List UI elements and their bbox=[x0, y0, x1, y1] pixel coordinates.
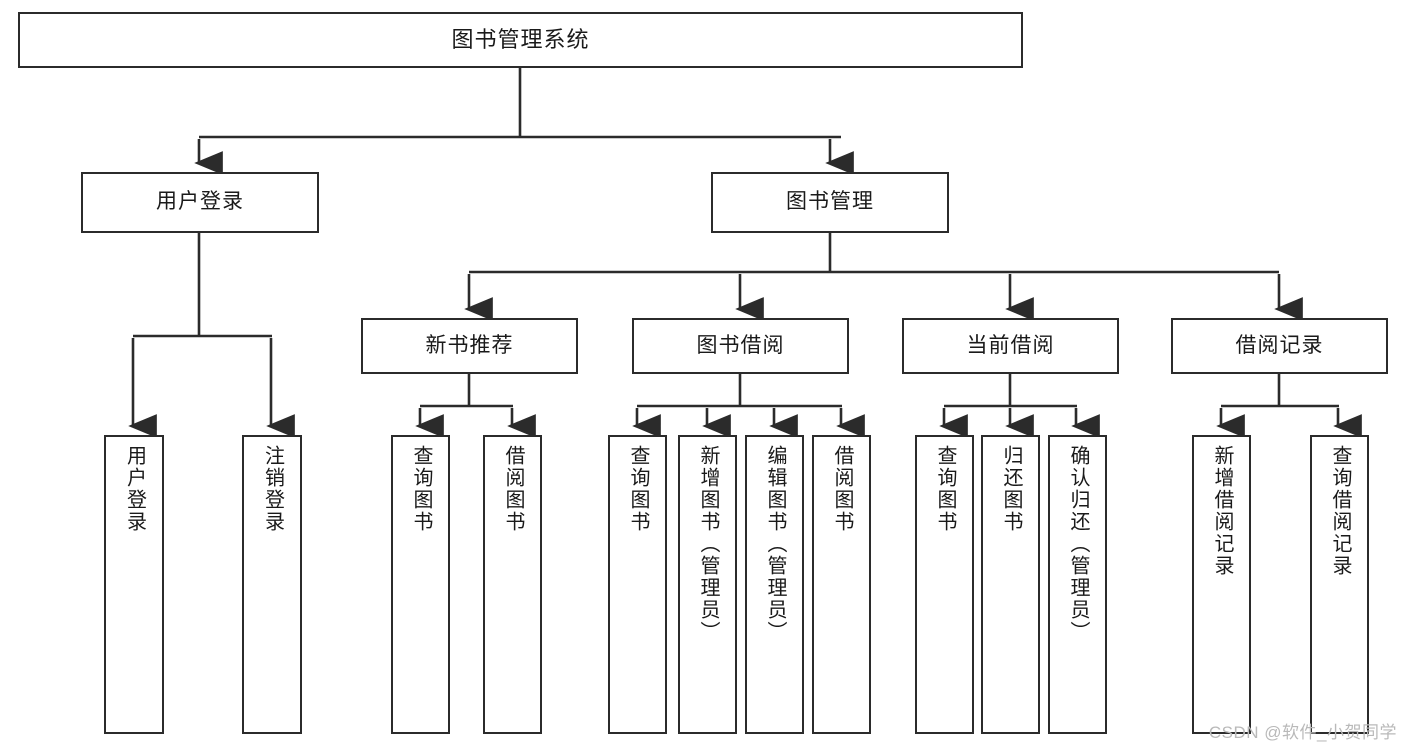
node-leaf-add-record-label: 新增借阅记录 bbox=[1211, 445, 1233, 577]
node-book-borrow[interactable]: 图书借阅 bbox=[632, 318, 849, 374]
node-root[interactable]: 图书管理系统 bbox=[18, 12, 1023, 68]
node-leaf-borrow-book-2[interactable]: 借阅图书 bbox=[812, 435, 871, 734]
node-leaf-confirm-return[interactable]: 确认归还（管理员） bbox=[1048, 435, 1107, 734]
node-leaf-query-book-3-label: 查询图书 bbox=[934, 445, 956, 533]
node-book-manage[interactable]: 图书管理 bbox=[711, 172, 949, 233]
node-current-borrow-label: 当前借阅 bbox=[966, 333, 1055, 357]
node-leaf-edit-book[interactable]: 编辑图书（管理员） bbox=[745, 435, 804, 734]
node-leaf-edit-book-label: 编辑图书（管理员） bbox=[764, 445, 786, 643]
node-leaf-borrow-book-2-label: 借阅图书 bbox=[831, 445, 853, 533]
node-leaf-query-record[interactable]: 查询借阅记录 bbox=[1310, 435, 1369, 734]
node-new-book-recommend-label: 新书推荐 bbox=[425, 333, 514, 357]
node-leaf-confirm-return-label: 确认归还（管理员） bbox=[1067, 445, 1089, 643]
node-leaf-query-book-2[interactable]: 查询图书 bbox=[608, 435, 667, 734]
node-leaf-query-record-label: 查询借阅记录 bbox=[1329, 445, 1351, 577]
watermark-text: CSDN @软件_小贺同学 bbox=[1208, 723, 1397, 742]
node-leaf-borrow-book-1[interactable]: 借阅图书 bbox=[483, 435, 542, 734]
node-leaf-query-book-2-label: 查询图书 bbox=[627, 445, 649, 533]
node-current-borrow[interactable]: 当前借阅 bbox=[902, 318, 1119, 374]
node-leaf-user-login[interactable]: 用户登录 bbox=[104, 435, 164, 734]
node-borrow-record-label: 借阅记录 bbox=[1235, 333, 1324, 357]
node-leaf-query-book-1-label: 查询图书 bbox=[410, 445, 432, 533]
node-leaf-add-book[interactable]: 新增图书（管理员） bbox=[678, 435, 737, 734]
node-user-login[interactable]: 用户登录 bbox=[81, 172, 319, 233]
node-new-book-recommend[interactable]: 新书推荐 bbox=[361, 318, 578, 374]
node-leaf-add-book-label: 新增图书（管理员） bbox=[697, 445, 719, 643]
node-user-login-label: 用户登录 bbox=[156, 190, 244, 214]
node-leaf-logout-login[interactable]: 注销登录 bbox=[242, 435, 302, 734]
node-book-borrow-label: 图书借阅 bbox=[696, 333, 785, 357]
node-book-manage-label: 图书管理 bbox=[786, 190, 874, 214]
node-leaf-user-login-label: 用户登录 bbox=[123, 445, 146, 533]
node-leaf-add-record[interactable]: 新增借阅记录 bbox=[1192, 435, 1251, 734]
node-root-label: 图书管理系统 bbox=[451, 27, 590, 53]
node-leaf-query-book-3[interactable]: 查询图书 bbox=[915, 435, 974, 734]
node-borrow-record[interactable]: 借阅记录 bbox=[1171, 318, 1388, 374]
node-leaf-return-book[interactable]: 归还图书 bbox=[981, 435, 1040, 734]
node-leaf-return-book-label: 归还图书 bbox=[1000, 445, 1022, 533]
node-leaf-logout-login-label: 注销登录 bbox=[261, 445, 284, 533]
node-leaf-borrow-book-1-label: 借阅图书 bbox=[502, 445, 524, 533]
node-leaf-query-book-1[interactable]: 查询图书 bbox=[391, 435, 450, 734]
